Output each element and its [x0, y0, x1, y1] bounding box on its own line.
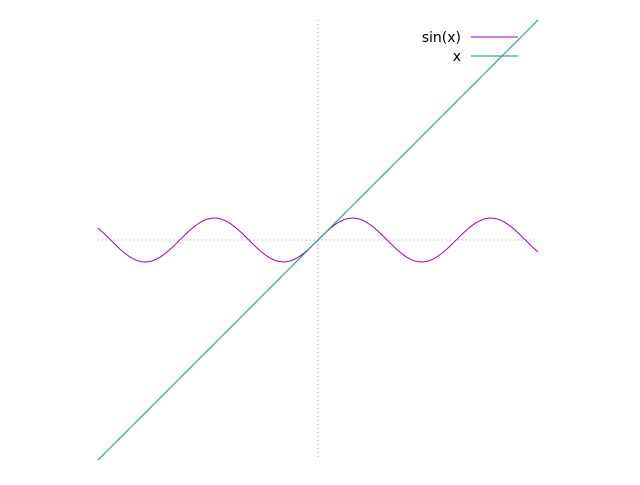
legend-entry: x — [453, 49, 518, 65]
series-group — [97, 19, 539, 461]
legend-label: sin(x) — [422, 30, 461, 46]
legend-label: x — [453, 49, 461, 65]
legend: sin(x) x — [422, 30, 518, 65]
legend-entry: sin(x) — [422, 30, 518, 46]
series-line-x — [97, 19, 539, 461]
